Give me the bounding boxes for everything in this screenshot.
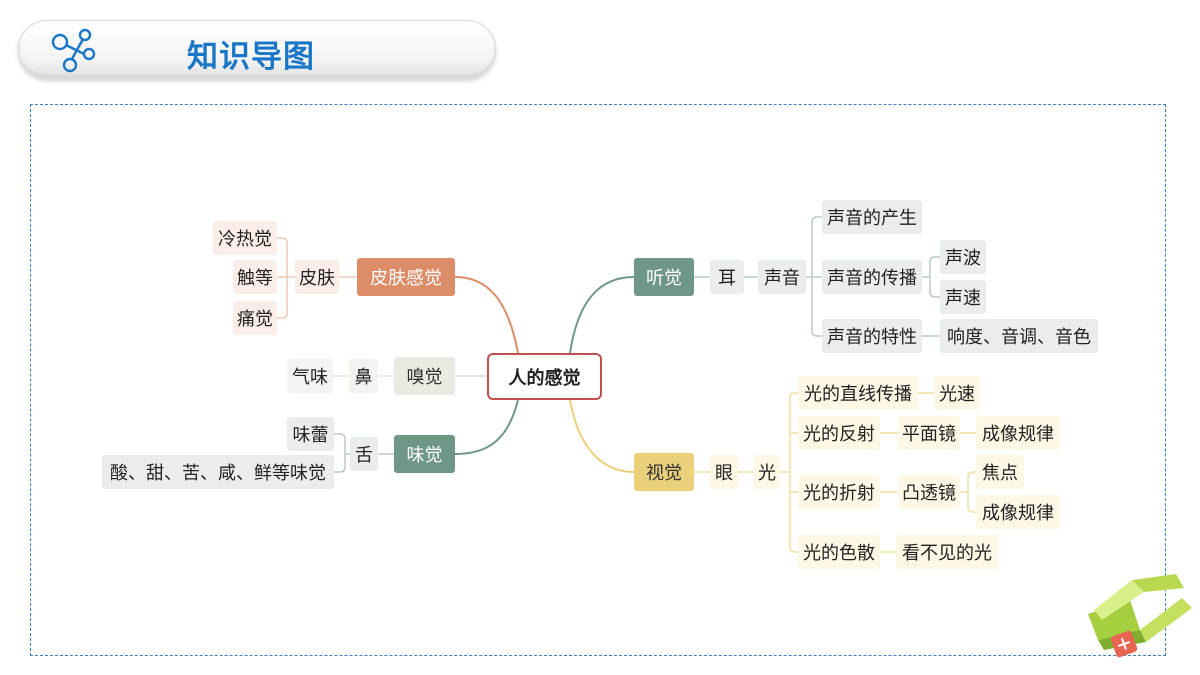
header-banner: 知识导图 bbox=[18, 20, 496, 78]
node-vision-organ: 眼 bbox=[710, 455, 738, 489]
link-center-vision bbox=[569, 399, 635, 473]
node-sound-wave: 声波 bbox=[940, 240, 986, 274]
node-sound-speed: 声速 bbox=[940, 280, 986, 314]
node-hearing-stimulus: 声音 bbox=[758, 260, 806, 294]
branch-smell: 嗅觉 bbox=[394, 357, 455, 395]
branch-vision: 视觉 bbox=[634, 453, 694, 491]
node-refraction-imaging: 成像规律 bbox=[976, 495, 1060, 529]
node-taste-organ: 舌 bbox=[350, 437, 378, 471]
node-smell-organ: 鼻 bbox=[349, 359, 378, 393]
link-center-skin bbox=[454, 276, 519, 354]
node-sound-properties: 声音的特性 bbox=[822, 319, 922, 353]
node-light-dispersion: 光的色散 bbox=[798, 535, 880, 569]
link-center-hearing bbox=[569, 276, 635, 354]
node-light-reflection: 光的反射 bbox=[798, 416, 880, 450]
node-smell-item: 气味 bbox=[287, 359, 333, 393]
node-vision-stimulus: 光 bbox=[754, 455, 780, 489]
node-focus: 焦点 bbox=[976, 455, 1024, 489]
link-center-taste bbox=[454, 399, 519, 455]
node-light-refraction: 光的折射 bbox=[798, 475, 880, 509]
page-title: 知识导图 bbox=[187, 39, 315, 75]
branch-skin-sense: 皮肤感觉 bbox=[357, 258, 455, 296]
hearing-links bbox=[694, 216, 940, 337]
branch-taste: 味觉 bbox=[394, 435, 455, 473]
node-taste-item-1: 味蕾 bbox=[287, 417, 334, 451]
node-plane-mirror: 平面镜 bbox=[898, 416, 960, 450]
mindmap-frame bbox=[30, 104, 1166, 656]
branch-hearing: 听觉 bbox=[634, 258, 694, 296]
node-skin-item-3: 痛觉 bbox=[233, 301, 277, 335]
node-invisible-light: 看不见的光 bbox=[896, 535, 998, 569]
network-icon bbox=[51, 28, 96, 73]
node-skin-item-1: 冷热觉 bbox=[213, 221, 277, 255]
node-skin-item-2: 触等 bbox=[233, 260, 277, 294]
node-sound-propagation: 声音的传播 bbox=[822, 260, 922, 294]
node-taste-item-2: 酸、甜、苦、咸、鲜等味觉 bbox=[102, 455, 334, 489]
node-skin-organ: 皮肤 bbox=[295, 260, 339, 294]
node-convex-lens: 凸透镜 bbox=[898, 475, 960, 509]
node-light-straight: 光的直线传播 bbox=[798, 376, 918, 410]
center-node: 人的感觉 bbox=[487, 353, 602, 400]
vision-links bbox=[694, 392, 976, 553]
skin-links bbox=[272, 237, 357, 319]
book-decoration-icon bbox=[1088, 574, 1192, 658]
node-sound-properties-detail: 响度、音调、音色 bbox=[940, 319, 1098, 353]
node-reflection-imaging: 成像规律 bbox=[976, 416, 1060, 450]
node-hearing-organ: 耳 bbox=[710, 260, 744, 294]
taste-links bbox=[334, 433, 394, 473]
node-sound-production: 声音的产生 bbox=[822, 200, 922, 234]
node-light-speed: 光速 bbox=[934, 376, 980, 410]
